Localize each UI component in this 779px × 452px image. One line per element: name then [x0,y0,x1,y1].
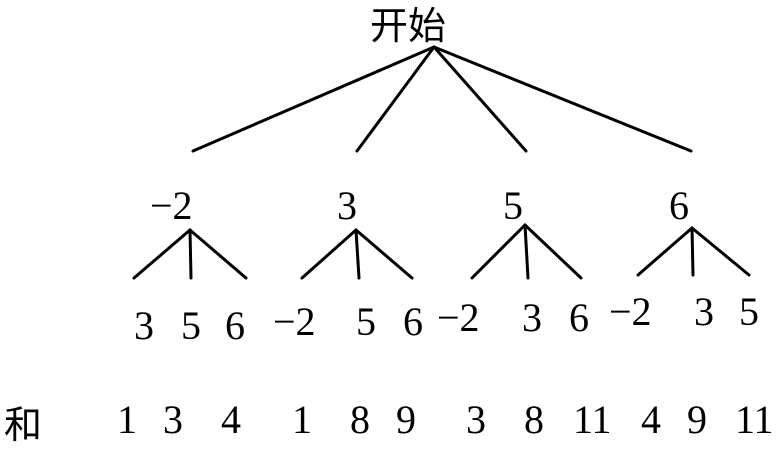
branch-edge-1-0 [300,228,358,280]
second-pick-0-0: 3 [134,303,154,348]
second-pick-0-2: 6 [225,303,245,348]
second-pick-0-1: 5 [181,303,201,348]
branch-edge-1-2 [354,228,414,280]
root-edge-1 [355,45,436,153]
first-pick-3: 6 [669,183,689,228]
branch-edge-2-2 [523,223,583,280]
sum-1-0: 1 [292,397,312,442]
first-pick-0: −2 [150,183,193,228]
branch-edge-1-1 [354,228,361,280]
branch-edge-0-0 [132,228,192,280]
second-pick-3-1: 3 [694,289,714,334]
sum-3-1: 9 [687,397,707,442]
sum-1-1: 8 [350,397,370,442]
second-pick-2-1: 3 [522,295,542,340]
branch-edge-2-0 [470,223,527,280]
sum-2-1: 8 [524,397,544,442]
second-pick-3-2: 5 [739,289,759,334]
sum-3-0: 4 [641,397,661,442]
branch-edge-2-1 [523,223,530,280]
second-pick-1-2: 6 [403,299,423,344]
sum-2-0: 3 [466,397,486,442]
root-edge-3 [432,45,693,153]
first-pick-1: 3 [337,183,357,228]
second-pick-2-0: −2 [437,295,480,340]
sum-1-2: 9 [396,397,416,442]
branch-edge-0-2 [188,228,248,280]
first-pick-2: 5 [503,183,523,228]
second-pick-3-0: −2 [609,289,652,334]
sum-3-2: 11 [735,397,774,442]
second-pick-2-2: 6 [569,295,589,340]
branch-edge-3-1 [690,226,695,277]
branch-edge-0-1 [188,228,193,280]
root-edge-2 [432,45,528,153]
sum-label: 和 [4,403,43,447]
sum-2-2: 11 [573,397,612,442]
root-edge-0 [191,45,436,153]
branch-edge-3-0 [636,226,694,277]
sum-0-1: 3 [163,397,183,442]
branch-edge-3-2 [690,226,751,277]
second-pick-1-1: 5 [356,299,376,344]
sum-0-2: 4 [221,397,241,442]
second-pick-1-0: −2 [273,299,316,344]
sum-0-0: 1 [117,397,137,442]
root-label: 开始 [370,4,447,48]
